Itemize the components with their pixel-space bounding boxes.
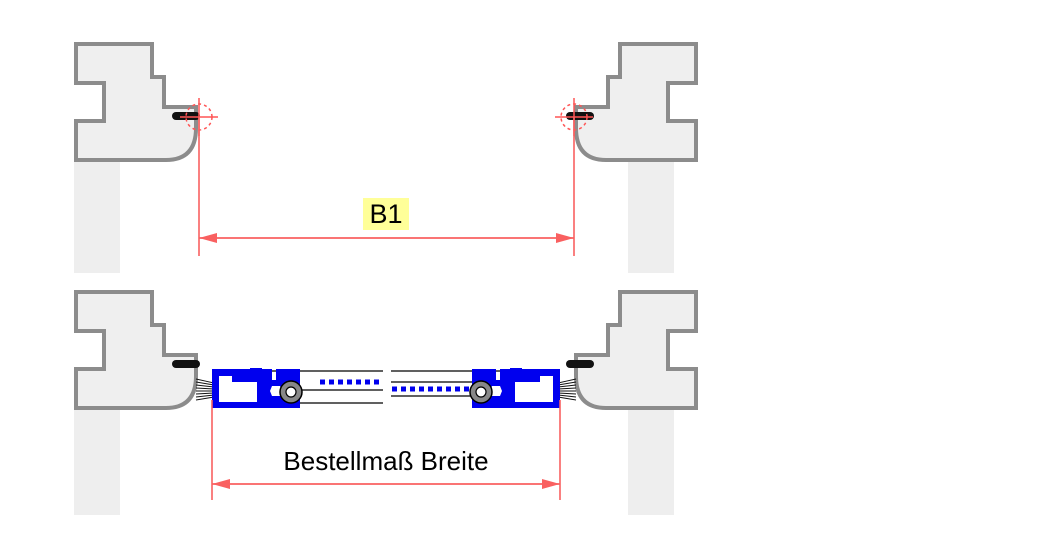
frame-top-rail-left bbox=[232, 368, 272, 382]
frame-profile-left bbox=[212, 368, 300, 408]
upper-view: B1 bbox=[74, 42, 698, 273]
brush-seal-right bbox=[557, 378, 577, 401]
roller-right bbox=[469, 380, 493, 404]
dimension-arrow-right-b1 bbox=[556, 233, 574, 243]
seal-left-lower bbox=[172, 360, 200, 368]
dimension-label-highlight-b1 bbox=[363, 198, 409, 230]
frame-profile-right bbox=[472, 368, 560, 408]
frame-top-rail-right bbox=[500, 368, 540, 382]
lower-view: Bestellmaß Breite bbox=[74, 290, 698, 515]
dimension-arrow-right-bestellmass bbox=[542, 479, 560, 489]
seal-left-upper bbox=[172, 112, 200, 120]
frame-notch-right bbox=[490, 386, 502, 396]
roller-left bbox=[279, 380, 303, 404]
frame-notch-left bbox=[270, 386, 282, 396]
dimension-label-b1: B1 bbox=[369, 199, 402, 229]
seal-right-lower bbox=[566, 360, 594, 368]
dimension-label-bestellmass: Bestellmaß Breite bbox=[283, 446, 488, 476]
wall-profile-right-lower bbox=[574, 290, 698, 410]
wall-profile-left-lower bbox=[74, 290, 198, 410]
dimension-arrow-left-b1 bbox=[199, 233, 217, 243]
wall-profile-left-upper bbox=[74, 42, 198, 162]
dimension-arrow-left-bestellmass bbox=[212, 479, 230, 489]
brush-seal-left bbox=[195, 378, 215, 401]
wall-profile-right-upper bbox=[574, 42, 698, 162]
seal-right-upper bbox=[566, 112, 594, 120]
